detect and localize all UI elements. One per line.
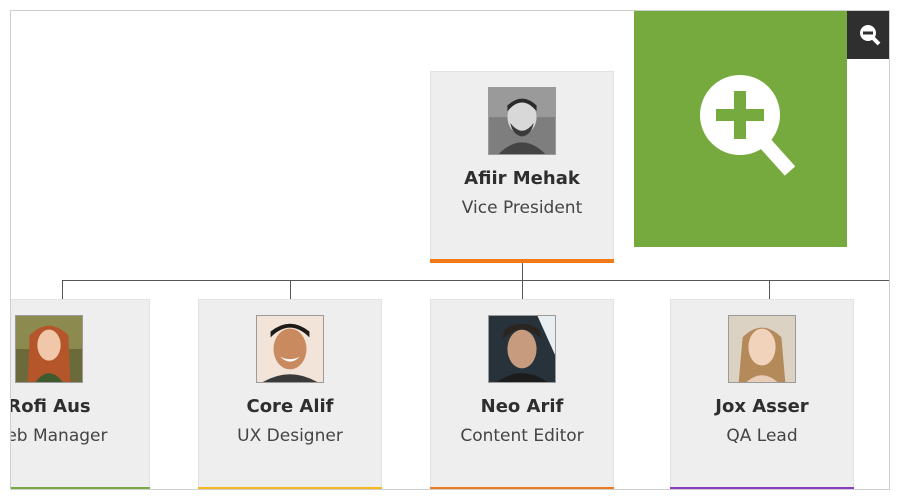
node-title: Vice President xyxy=(461,198,583,218)
node-title: Web Manager xyxy=(11,426,108,446)
connector-child-1 xyxy=(62,280,63,300)
node-card-web-manager[interactable]: Rofi Aus Web Manager xyxy=(10,299,150,489)
accent-bar xyxy=(430,259,614,263)
accent-bar xyxy=(430,487,614,489)
node-title: UX Designer xyxy=(237,426,343,446)
node-card-vice-president[interactable]: Afiir Mehak Vice President xyxy=(430,71,614,263)
accent-bar xyxy=(198,487,382,489)
zoom-in-icon xyxy=(700,75,796,176)
connector-child-2 xyxy=(290,280,291,300)
avatar xyxy=(15,315,83,383)
avatar xyxy=(728,315,796,383)
zoom-out-icon xyxy=(860,25,881,46)
zoom-out-button[interactable] xyxy=(847,11,889,59)
accent-bar xyxy=(11,487,150,489)
node-title: QA Lead xyxy=(726,426,798,446)
avatar xyxy=(488,315,556,383)
node-card-qa-lead[interactable]: Jox Asser QA Lead xyxy=(670,299,854,489)
connector-child-3 xyxy=(522,280,523,300)
zoom-in-button[interactable] xyxy=(634,11,847,247)
node-title: Content Editor xyxy=(460,426,584,446)
connector-child-4 xyxy=(769,280,770,300)
avatar xyxy=(256,315,324,383)
org-chart-canvas[interactable]: Afiir Mehak Vice President Rofi Aus Web … xyxy=(10,10,890,490)
connector-horizontal xyxy=(62,280,889,281)
node-name: Rofi Aus xyxy=(10,396,91,417)
node-name: Neo Arif xyxy=(480,396,564,417)
node-card-content-editor[interactable]: Neo Arif Content Editor xyxy=(430,299,614,489)
connector-root-down xyxy=(522,263,523,281)
accent-bar xyxy=(670,487,854,489)
node-name: Afiir Mehak xyxy=(464,168,580,189)
node-card-ux-designer[interactable]: Core Alif UX Designer xyxy=(198,299,382,489)
node-name: Core Alif xyxy=(246,396,334,417)
node-name: Jox Asser xyxy=(715,396,809,417)
avatar xyxy=(488,87,556,155)
